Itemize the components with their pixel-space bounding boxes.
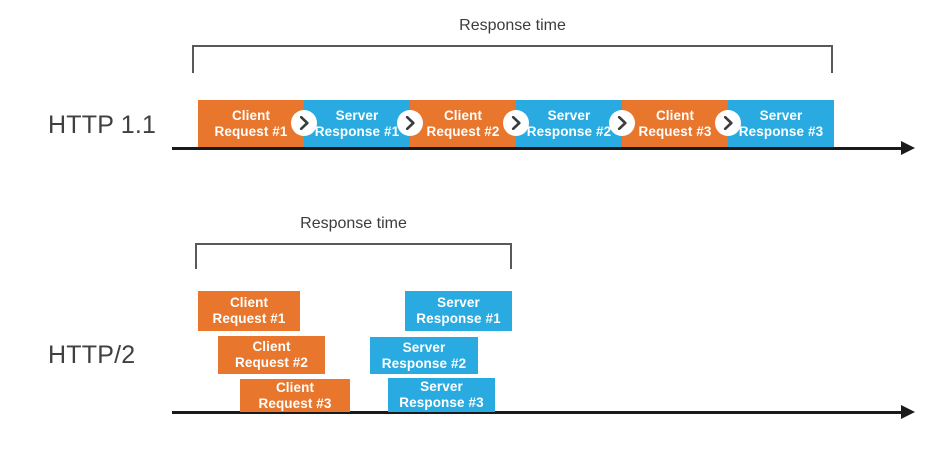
block-line-2: Response #3 xyxy=(399,395,484,410)
chevron-right-icon xyxy=(397,110,423,136)
http11-block-client-request-1: Client Request #1 xyxy=(198,100,304,147)
http2-timeline-axis xyxy=(172,411,905,414)
block-line-1: Server xyxy=(437,295,480,311)
block-line-2: Response #2 xyxy=(381,355,467,371)
block-line-2: Request #1 xyxy=(212,311,286,326)
http11-block-server-response-1: Server Response #1 xyxy=(304,100,410,147)
chevron-right-icon xyxy=(503,110,529,136)
http11-response-time-bracket xyxy=(192,45,833,73)
block-line-2: Response #2 xyxy=(526,123,612,139)
http2-response-time-bracket xyxy=(195,243,512,269)
http11-block-client-request-3: Client Request #3 xyxy=(622,100,728,147)
block-line-1: Client xyxy=(229,295,269,311)
http2-bracket-label: Response time xyxy=(300,215,407,232)
block-line-1: Server xyxy=(402,339,446,355)
block-line-1: Server xyxy=(759,107,803,123)
http2-block-client-request-2: Client Request #2 xyxy=(218,336,325,374)
block-line-1: Client xyxy=(252,339,291,355)
block-line-2: Request #2 xyxy=(426,123,500,139)
block-line-2: Response #3 xyxy=(738,123,824,139)
chevron-right-icon xyxy=(291,110,317,136)
block-line-2: Request #3 xyxy=(638,123,712,139)
block-line-2: Request #1 xyxy=(214,123,288,139)
http11-bracket-label: Response time xyxy=(459,17,566,34)
arrow-right-icon xyxy=(901,141,915,155)
block-line-2: Response #1 xyxy=(416,311,501,326)
http2-block-server-response-2: Server Response #2 xyxy=(370,337,478,374)
chevron-right-icon xyxy=(609,110,635,136)
http2-block-server-response-1: Server Response #1 xyxy=(405,291,512,331)
block-line-2: Request #2 xyxy=(234,355,309,370)
block-line-1: Client xyxy=(231,107,271,123)
chevron-right-icon xyxy=(715,110,741,136)
block-line-1: Server xyxy=(335,107,379,123)
http11-row-label: HTTP 1.1 xyxy=(48,111,157,139)
block-line-1: Server xyxy=(420,379,463,395)
http2-block-client-request-3: Client Request #3 xyxy=(240,379,350,412)
block-line-1: Client xyxy=(443,107,483,123)
block-line-2: Request #3 xyxy=(258,395,332,411)
block-line-1: Client xyxy=(275,379,315,395)
block-line-2: Response #1 xyxy=(314,123,400,139)
block-line-1: Server xyxy=(547,107,591,123)
http2-row-label: HTTP/2 xyxy=(48,341,136,369)
http2-block-server-response-3: Server Response #3 xyxy=(388,378,495,412)
http11-block-server-response-3: Server Response #3 xyxy=(728,100,834,147)
http2-block-client-request-1: Client Request #1 xyxy=(198,291,300,331)
http11-timeline-axis xyxy=(172,147,905,150)
http11-block-server-response-2: Server Response #2 xyxy=(516,100,622,147)
http11-block-client-request-2: Client Request #2 xyxy=(410,100,516,147)
block-line-1: Client xyxy=(655,107,695,123)
arrow-right-icon xyxy=(901,405,915,419)
